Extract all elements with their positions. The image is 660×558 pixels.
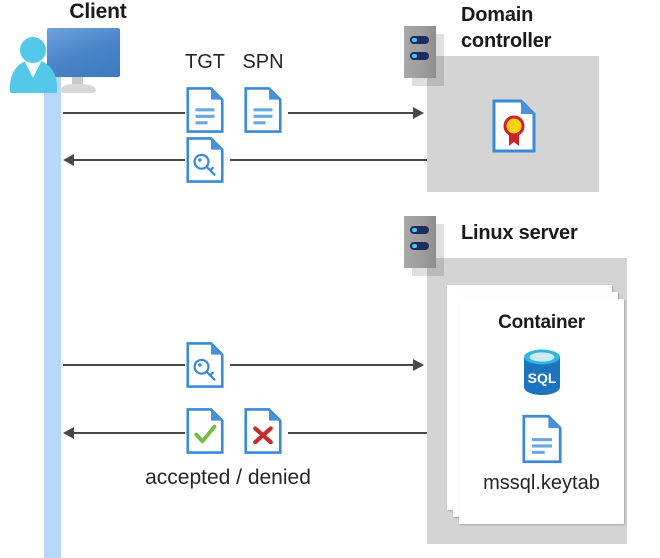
- client-lifeline: [44, 66, 61, 558]
- rack-led-top: [410, 226, 429, 234]
- tgt-document-icon: [186, 86, 224, 139]
- flow-request-ticket-line-right: [288, 112, 414, 114]
- flow-auth-result-line-left: [74, 432, 185, 434]
- domain-controller-title-line2: controller: [461, 30, 552, 52]
- domain-controller-rack-icon: [404, 26, 446, 88]
- accepted-document-icon: [186, 407, 224, 460]
- tgt-label: TGT: [185, 51, 225, 73]
- auth-result-label: accepted / denied: [145, 466, 311, 489]
- client-workstation-icon: [0, 0, 140, 100]
- monitor-base: [60, 84, 96, 93]
- linux-server-rack-icon: [404, 216, 446, 278]
- rack-led-top: [410, 36, 429, 44]
- linux-server-title: Linux server: [461, 222, 578, 244]
- certificate-document-icon: [492, 99, 536, 153]
- rack-body: [404, 26, 436, 78]
- keytab-document-icon: [522, 414, 562, 469]
- flow-present-ticket-line-left: [63, 364, 185, 366]
- flow-present-ticket-line-right: [230, 364, 414, 366]
- domain-controller-title: Domain controller: [461, 2, 551, 54]
- ticket-key-document-icon-2: [186, 341, 224, 394]
- domain-controller-title-line1: Domain: [461, 4, 534, 26]
- spn-label: SPN: [242, 51, 284, 73]
- spn-document-icon: [244, 86, 282, 139]
- monitor-neck: [72, 77, 83, 88]
- person-collar-icon: [24, 60, 42, 78]
- flow-receive-ticket-arrowhead: [63, 154, 74, 166]
- denied-document-icon: [244, 407, 282, 460]
- client-title: Client: [69, 0, 127, 23]
- sql-database-icon: SQL: [521, 348, 563, 401]
- flow-auth-result-arrowhead: [63, 427, 74, 439]
- keytab-filename-label: mssql.keytab: [483, 472, 600, 494]
- flow-request-ticket-line-left: [63, 112, 185, 114]
- flow-request-ticket-arrowhead: [413, 107, 424, 119]
- rack-led-bottom: [410, 242, 429, 250]
- flow-present-ticket-arrowhead: [413, 359, 424, 371]
- svg-text:SQL: SQL: [528, 370, 557, 386]
- flow-auth-result-line-right: [288, 432, 427, 434]
- monitor-screen-icon: [47, 28, 120, 77]
- rack-led-bottom: [410, 52, 429, 60]
- flow-receive-ticket-line-left: [74, 159, 185, 161]
- rack-body: [404, 216, 436, 268]
- ticket-key-document-icon-1: [186, 136, 224, 189]
- person-head-icon: [20, 37, 46, 63]
- container-card-front[interactable]: [459, 299, 624, 524]
- container-title: Container: [498, 312, 585, 333]
- flow-receive-ticket-line-right: [230, 159, 427, 161]
